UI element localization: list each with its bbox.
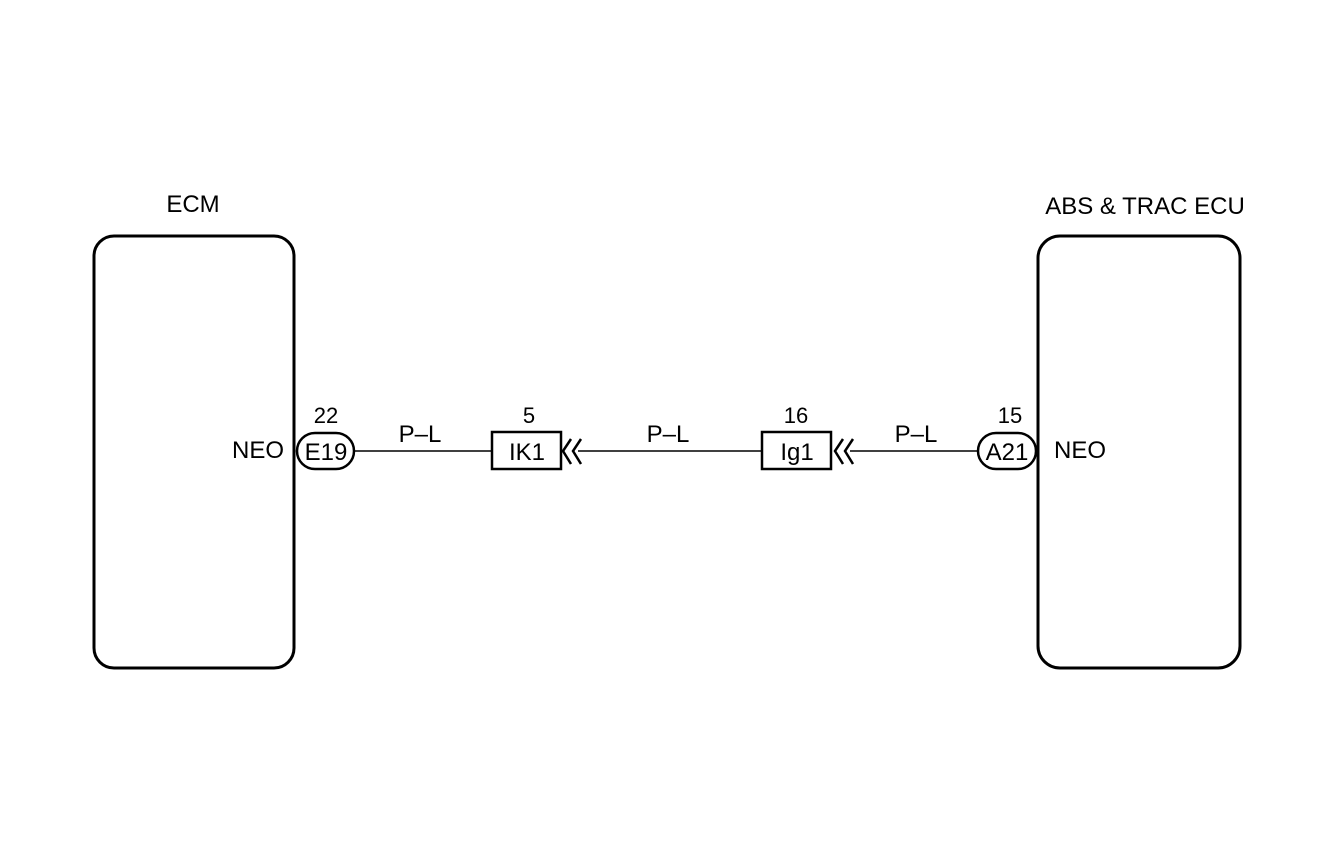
junction-1-id: IK1 <box>509 439 545 466</box>
junction-2-chevron-icon <box>833 438 855 465</box>
ecm-connector-pin: 22 <box>314 403 338 428</box>
ecm-box <box>92 234 296 670</box>
abs-pin-label: NEO <box>1054 437 1106 464</box>
junction-2-connector <box>760 430 833 471</box>
abs-connector-pin: 15 <box>998 403 1022 428</box>
abs-connector <box>976 431 1038 471</box>
junction-2-pin: 16 <box>784 403 808 428</box>
ecm-pin-label: NEO <box>232 437 284 464</box>
abs-trac-ecu-title: ABS & TRAC ECU <box>1045 193 1245 220</box>
ecm-title: ECM <box>166 191 219 218</box>
wire-color-2: P–L <box>647 421 690 448</box>
junction-1-pin: 5 <box>523 403 535 428</box>
abs-connector-id: A21 <box>986 439 1029 466</box>
ecm-connector <box>295 431 356 471</box>
junction-2-id: Ig1 <box>780 439 813 466</box>
junction-1-connector <box>490 430 563 471</box>
wire-color-3: P–L <box>895 421 938 448</box>
ecm-connector-id: E19 <box>305 439 348 466</box>
junction-1-chevron-icon <box>561 438 583 465</box>
abs-trac-ecu-box <box>1036 234 1242 670</box>
wire-color-1: P–L <box>399 421 442 448</box>
